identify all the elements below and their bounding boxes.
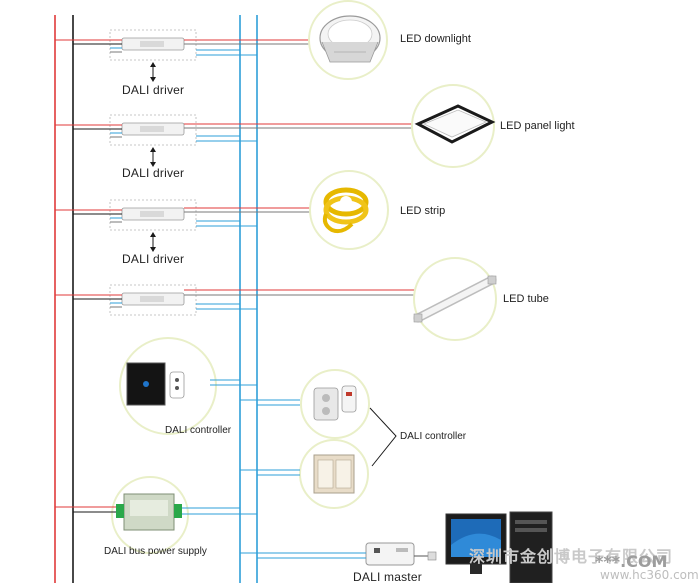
device-label-downlight: LED downlight bbox=[400, 33, 471, 45]
watermark-company-text: 深圳市金创博电子有限公司 bbox=[469, 547, 674, 566]
driver-4 bbox=[55, 284, 418, 316]
remote-controller-icon bbox=[300, 369, 370, 439]
device-label-panel-light: LED panel light bbox=[500, 120, 575, 132]
controller-label-right: DALI controller bbox=[400, 431, 467, 442]
controller-brace bbox=[369, 407, 397, 467]
driver-label-2: DALI driver bbox=[122, 166, 185, 180]
dali-master-icon bbox=[365, 542, 437, 566]
driver-1 bbox=[55, 29, 330, 61]
driver-label-1: DALI driver bbox=[122, 83, 185, 97]
device-label-led-strip: LED strip bbox=[400, 205, 446, 217]
wall-switch-icon bbox=[299, 439, 369, 509]
master-label: DALI master bbox=[353, 570, 422, 584]
downlight-icon bbox=[308, 0, 388, 80]
power-supply-label: DALI bus power supply bbox=[104, 546, 207, 557]
watermark-url-text: www.hc360.com bbox=[600, 568, 699, 582]
panel-light-icon bbox=[411, 84, 496, 168]
power-supply-icon bbox=[111, 476, 189, 554]
controller-label-left: DALI controller bbox=[165, 425, 232, 436]
led-tube-icon bbox=[413, 257, 497, 341]
watermark-com-text: ***.COM bbox=[595, 552, 668, 571]
device-label-led-tube: LED tube bbox=[503, 293, 549, 305]
driver-label-3: DALI driver bbox=[122, 252, 185, 266]
computer-icon bbox=[445, 511, 553, 583]
led-strip-icon bbox=[309, 170, 389, 250]
wall-controller-icon bbox=[119, 337, 217, 435]
driver-2 bbox=[55, 114, 418, 146]
driver-3 bbox=[55, 199, 312, 231]
